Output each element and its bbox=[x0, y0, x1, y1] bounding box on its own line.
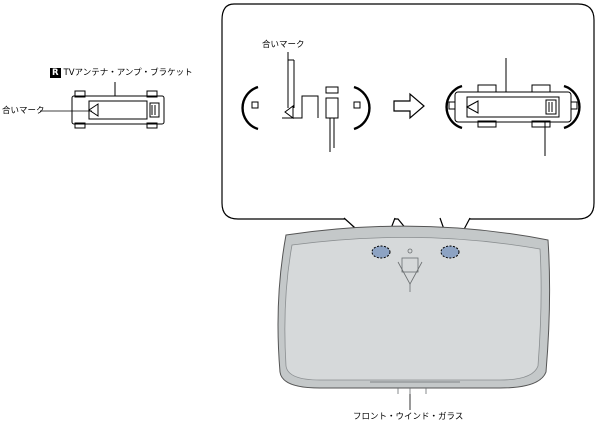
bracket-location-right bbox=[440, 245, 460, 259]
align-mark-label-left: 合いマーク bbox=[2, 106, 45, 116]
windshield-label: フロント・ウインド・ガラス bbox=[353, 412, 464, 422]
align-mark-label-callout: 合いマーク bbox=[262, 40, 305, 50]
windshield bbox=[277, 225, 551, 410]
r-badge: R bbox=[50, 68, 61, 78]
right-arrow-icon bbox=[393, 92, 425, 120]
bracket-title-text: TVアンテナ・アンプ・ブラケット bbox=[63, 68, 193, 78]
detail-before bbox=[241, 52, 371, 152]
windshield-bottom-marks bbox=[370, 381, 460, 394]
mirror-mount bbox=[397, 248, 423, 292]
bracket-small-view bbox=[71, 82, 165, 129]
bracket-location-left bbox=[371, 245, 391, 259]
detail-after bbox=[445, 58, 581, 156]
windshield-inner bbox=[284, 236, 542, 381]
